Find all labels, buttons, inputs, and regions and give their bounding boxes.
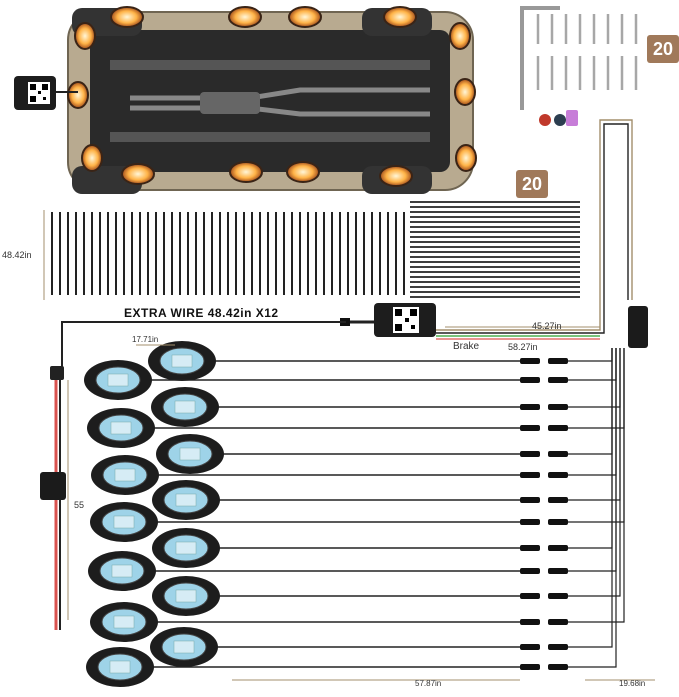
branch-wire	[568, 348, 625, 623]
connector-icon	[520, 472, 540, 478]
connector-icon	[548, 358, 568, 364]
connector-icon	[520, 497, 540, 503]
qr-code-icon	[395, 309, 417, 331]
truck-underside	[67, 6, 477, 194]
pod-lead-length-label: 17.71in	[132, 335, 159, 344]
branch-wire	[568, 348, 617, 476]
connector-icon	[548, 425, 568, 431]
extra-wire-bundle	[43, 210, 405, 300]
led-chip	[114, 468, 136, 482]
fuse-lead-length-label: 55	[74, 500, 85, 510]
led-chip	[171, 354, 193, 368]
allen-key-icon	[520, 6, 560, 110]
ties-count-badge: 20	[516, 170, 548, 198]
led-chip	[107, 373, 129, 387]
branch-wire	[568, 348, 617, 668]
connector-icon	[548, 404, 568, 410]
connector-icon	[548, 545, 568, 551]
branch-wire	[568, 348, 613, 455]
connector-icon	[520, 425, 540, 431]
branch-wire	[568, 348, 613, 549]
extra-wire-label: EXTRA WIRE 48.42in X12	[124, 306, 279, 320]
connector-icon	[520, 451, 540, 457]
led-chip	[109, 660, 131, 674]
extra-wire-height-label: 48.42in	[2, 250, 32, 260]
brake-label: Brake	[453, 341, 480, 352]
qr-code-icon	[30, 84, 48, 102]
connector-icon	[548, 377, 568, 383]
connector-icon	[520, 519, 540, 525]
connector-icon	[548, 593, 568, 599]
connector-icon	[548, 619, 568, 625]
connector-icon	[520, 593, 540, 599]
truck-controller	[14, 76, 78, 110]
junction-block	[628, 306, 648, 348]
ring-terminal-icon	[539, 114, 551, 126]
branch-wire	[568, 348, 613, 648]
cable-ties	[410, 201, 580, 298]
led-chip	[113, 615, 135, 629]
fuse-icon	[566, 110, 578, 126]
led-chip	[111, 564, 133, 578]
connector-icon	[520, 358, 540, 364]
connector-icon	[520, 644, 540, 650]
brake-wire-length-label: 58.27in	[508, 342, 538, 352]
power-wire-length-label: 45.27in	[532, 321, 562, 331]
connector-icon	[548, 644, 568, 650]
led-chip	[113, 515, 135, 529]
connector-icon	[548, 568, 568, 574]
screws-count-badge: 20	[647, 35, 679, 63]
branch-wire	[568, 348, 613, 362]
connector-icon	[548, 497, 568, 503]
connector-icon	[520, 545, 540, 551]
led-chip	[174, 400, 196, 414]
connector-icon	[520, 619, 540, 625]
fuse-holder-icon	[40, 472, 66, 500]
truck-pod-lights	[67, 6, 477, 187]
controller-box	[374, 303, 436, 337]
screw-set	[536, 14, 638, 90]
connector-icon	[520, 568, 540, 574]
branch-wire	[568, 348, 621, 597]
connector-icon	[548, 519, 568, 525]
connector-icon	[548, 664, 568, 670]
main-run-length-label: 57.87in	[415, 679, 442, 688]
connector-icon	[520, 377, 540, 383]
branch-wire	[568, 348, 617, 572]
connector-icon	[520, 664, 540, 670]
connector-icon	[520, 404, 540, 410]
connector-icon	[548, 472, 568, 478]
pod-light-array	[84, 341, 625, 687]
led-chip	[175, 589, 197, 603]
led-chip	[175, 493, 197, 507]
branch-wire	[568, 348, 617, 381]
connector-icon	[548, 451, 568, 457]
mounting-hardware	[520, 6, 638, 126]
led-chip	[179, 447, 201, 461]
led-chip	[175, 541, 197, 555]
branch-length-label: 19.68in	[619, 679, 646, 688]
led-chip	[173, 640, 195, 654]
led-chip	[110, 421, 132, 435]
